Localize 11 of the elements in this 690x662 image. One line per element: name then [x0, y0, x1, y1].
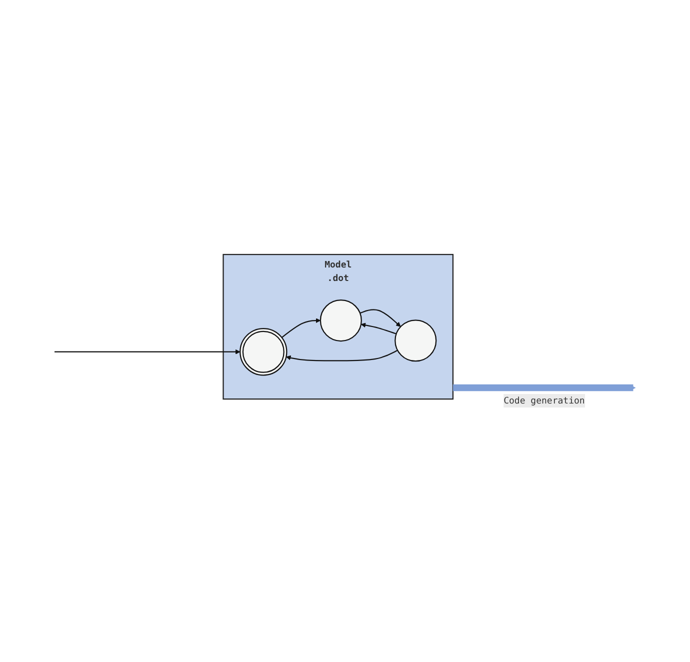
arrow	[54, 349, 240, 354]
node-circle	[240, 328, 288, 376]
arrow	[281, 318, 321, 338]
edge-label: Code generation	[504, 395, 585, 406]
node-circle	[394, 320, 437, 362]
arrow	[360, 322, 396, 334]
arrow	[286, 350, 398, 362]
arrow	[452, 384, 636, 392]
node-circle	[320, 300, 362, 342]
arrow	[360, 309, 401, 327]
cluster: Model .dot	[222, 254, 454, 400]
